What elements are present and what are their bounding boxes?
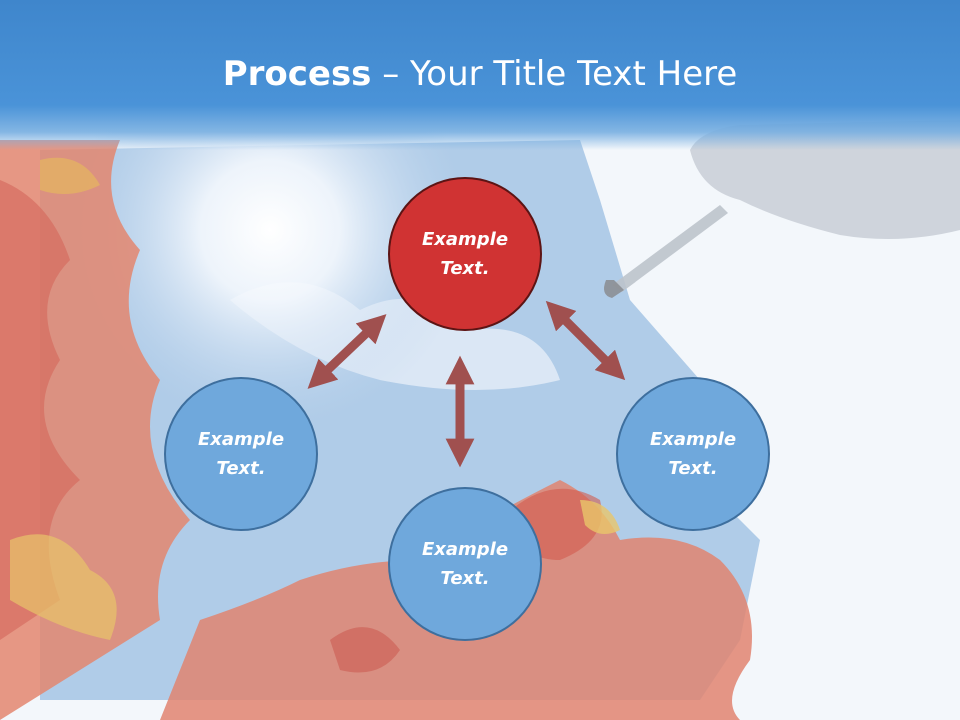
arrow-top-left [307, 314, 387, 389]
paintbrush-icon [612, 205, 728, 292]
arrow-top-right [545, 300, 626, 381]
node-left: Example Text. [164, 377, 318, 531]
title-bold: Process [222, 54, 372, 94]
header-bar: Process – Your Title Text Here [0, 0, 960, 150]
node-top: Example Text. [388, 177, 542, 331]
node-bottom: Example Text. [388, 487, 542, 641]
title-rest: – Your Title Text Here [371, 54, 738, 94]
node-right: Example Text. [616, 377, 770, 531]
page-title: Process – Your Title Text Here [0, 52, 960, 96]
